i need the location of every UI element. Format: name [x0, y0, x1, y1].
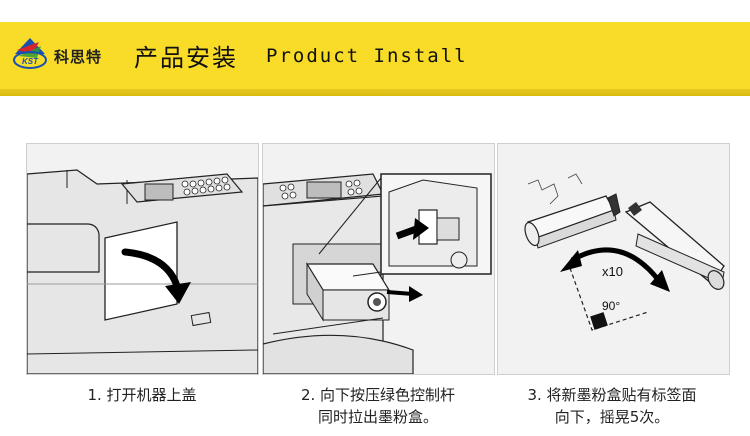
- shake-count-label: x10: [602, 264, 623, 279]
- open-cover-illustration: [27, 144, 258, 374]
- angle-label: 90°: [602, 299, 620, 313]
- step-1-caption: 1. 打开机器上盖: [22, 384, 262, 406]
- step-2-caption-line-1: 2. 向下按压绿色控制杆: [300, 386, 456, 404]
- step-3-panel: x10 90°: [497, 143, 730, 375]
- header-banner: [0, 22, 750, 96]
- step-2-panel: [262, 143, 495, 375]
- step-3-caption-line-1: 3. 将新墨粉盒贴有标签面: [527, 386, 697, 404]
- step-3-caption-line-2: 向下，摇晃5次。: [554, 408, 670, 426]
- brand-name: 科思特: [54, 48, 103, 66]
- brand-logo-icon: KST: [13, 38, 47, 69]
- step-1-caption-line-1: 1. 打开机器上盖: [87, 386, 197, 404]
- step-2-caption: 2. 向下按压绿色控制杆 同时拉出墨粉盒。: [258, 384, 498, 428]
- page-title-cn: 产品安装: [134, 44, 238, 72]
- step-2-caption-line-2: 同时拉出墨粉盒。: [317, 408, 438, 426]
- brand-logo-text: KST: [22, 57, 39, 66]
- step-1-panel: [26, 143, 259, 375]
- step-3-caption: 3. 将新墨粉盒贴有标签面 向下，摇晃5次。: [492, 384, 732, 428]
- pull-out-toner-illustration: [263, 144, 494, 374]
- page-title-en: Product Install: [266, 45, 468, 67]
- shake-cartridge-illustration: x10 90°: [498, 144, 729, 374]
- header-banner-shadow: [0, 89, 750, 96]
